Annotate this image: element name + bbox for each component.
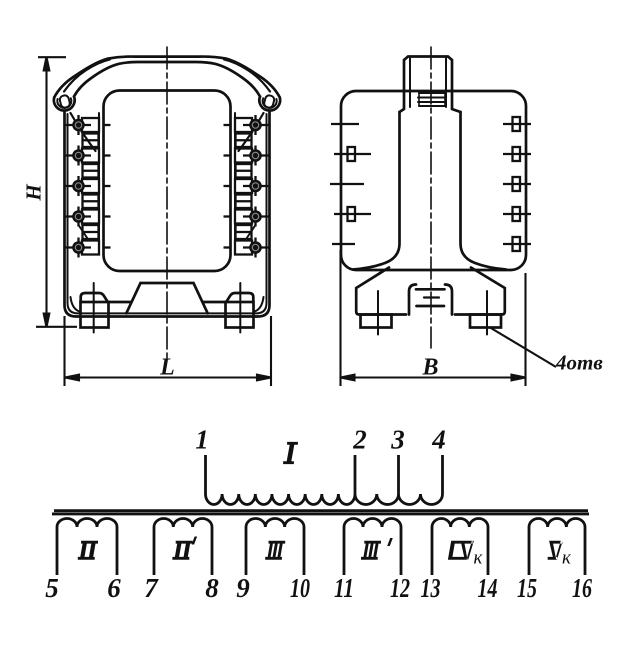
svg-text:10: 10 [290, 573, 310, 603]
svg-text:13: 13 [421, 573, 441, 603]
svg-text:16: 16 [572, 573, 592, 603]
svg-text:L: L [159, 355, 175, 381]
svg-text:1: 1 [195, 425, 209, 455]
svg-text:4: 4 [431, 425, 446, 455]
svg-text:8: 8 [205, 573, 219, 603]
svg-text:к: к [562, 548, 572, 569]
svg-text:12: 12 [390, 573, 410, 603]
svg-text:6: 6 [107, 573, 121, 603]
svg-text:B: B [421, 355, 438, 381]
svg-text:4отв: 4отв [555, 351, 603, 375]
svg-text:к: к [474, 548, 484, 569]
svg-text:5: 5 [45, 573, 59, 603]
svg-text:9: 9 [236, 573, 250, 603]
svg-text:14: 14 [478, 573, 498, 603]
svg-text:H: H [22, 184, 46, 202]
svg-text:2: 2 [352, 425, 367, 455]
svg-text:3: 3 [390, 425, 405, 455]
svg-text:7: 7 [144, 573, 159, 603]
svg-text:11: 11 [334, 573, 354, 603]
svg-text:15: 15 [517, 573, 537, 603]
